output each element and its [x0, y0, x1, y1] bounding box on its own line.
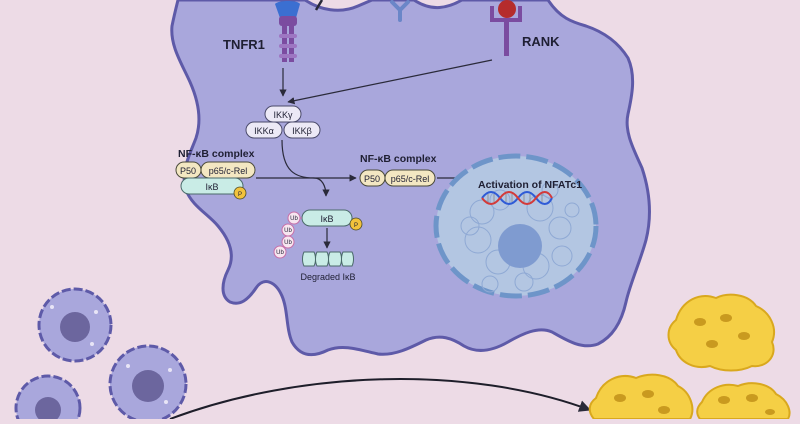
differentiation-arrow	[169, 378, 592, 420]
osteoclast-cell	[667, 293, 775, 372]
tnfr1-label: TNFR1	[223, 37, 265, 52]
p-mid-label: P	[354, 223, 358, 229]
nfkb-complex-right	[359, 169, 436, 187]
nfkb-complex-left	[175, 161, 256, 200]
ub-label-2: Ub	[284, 228, 292, 234]
ikb-mid-label: IκB	[320, 214, 333, 224]
degraded-ikb-label: Degraded IκB	[300, 272, 355, 282]
rank-to-ikk-arrow	[287, 59, 493, 105]
p50-right-label: P50	[364, 174, 380, 184]
precursor-cell	[108, 344, 188, 424]
p-left-label: P	[238, 192, 242, 198]
p50-left-label: P50	[180, 166, 196, 176]
osteoclast-cell	[696, 382, 791, 420]
rank-label: RANK	[522, 34, 560, 49]
ub-label-4: Ub	[276, 250, 284, 256]
tnfr1-receptor	[275, 1, 300, 62]
p65-left-label: p65/c-Rel	[209, 166, 248, 176]
activation-label: Activation of NFATc1	[478, 179, 582, 191]
nfkb-complex-right-label: NF-κB complex	[360, 153, 437, 165]
ikk-alpha-label: IKKα	[254, 126, 274, 136]
nfkb-complex-left-label: NF-κB complex	[178, 148, 255, 160]
p65-right-label: p65/c-Rel	[391, 174, 430, 184]
ligand-arrow	[314, 0, 324, 11]
ikk-complex	[245, 105, 321, 139]
ikb-left-label: IκB	[205, 182, 218, 192]
degraded-ikb-fragments	[302, 251, 354, 267]
middle-receptor	[390, 0, 410, 22]
ub-label-3: Ub	[284, 240, 292, 246]
rank-receptor	[490, 0, 522, 56]
precursor-cell	[37, 287, 113, 363]
ub-label-1: Ub	[290, 216, 298, 222]
ikk-beta-label: IKKβ	[292, 126, 312, 136]
precursor-cell	[14, 374, 82, 424]
ikk-gamma-label: IKKγ	[273, 110, 293, 120]
osteoclast-cell	[588, 373, 694, 420]
dna-helix-icon	[481, 191, 553, 205]
nucleus	[433, 153, 599, 299]
ubiquitin-chain	[273, 211, 302, 259]
